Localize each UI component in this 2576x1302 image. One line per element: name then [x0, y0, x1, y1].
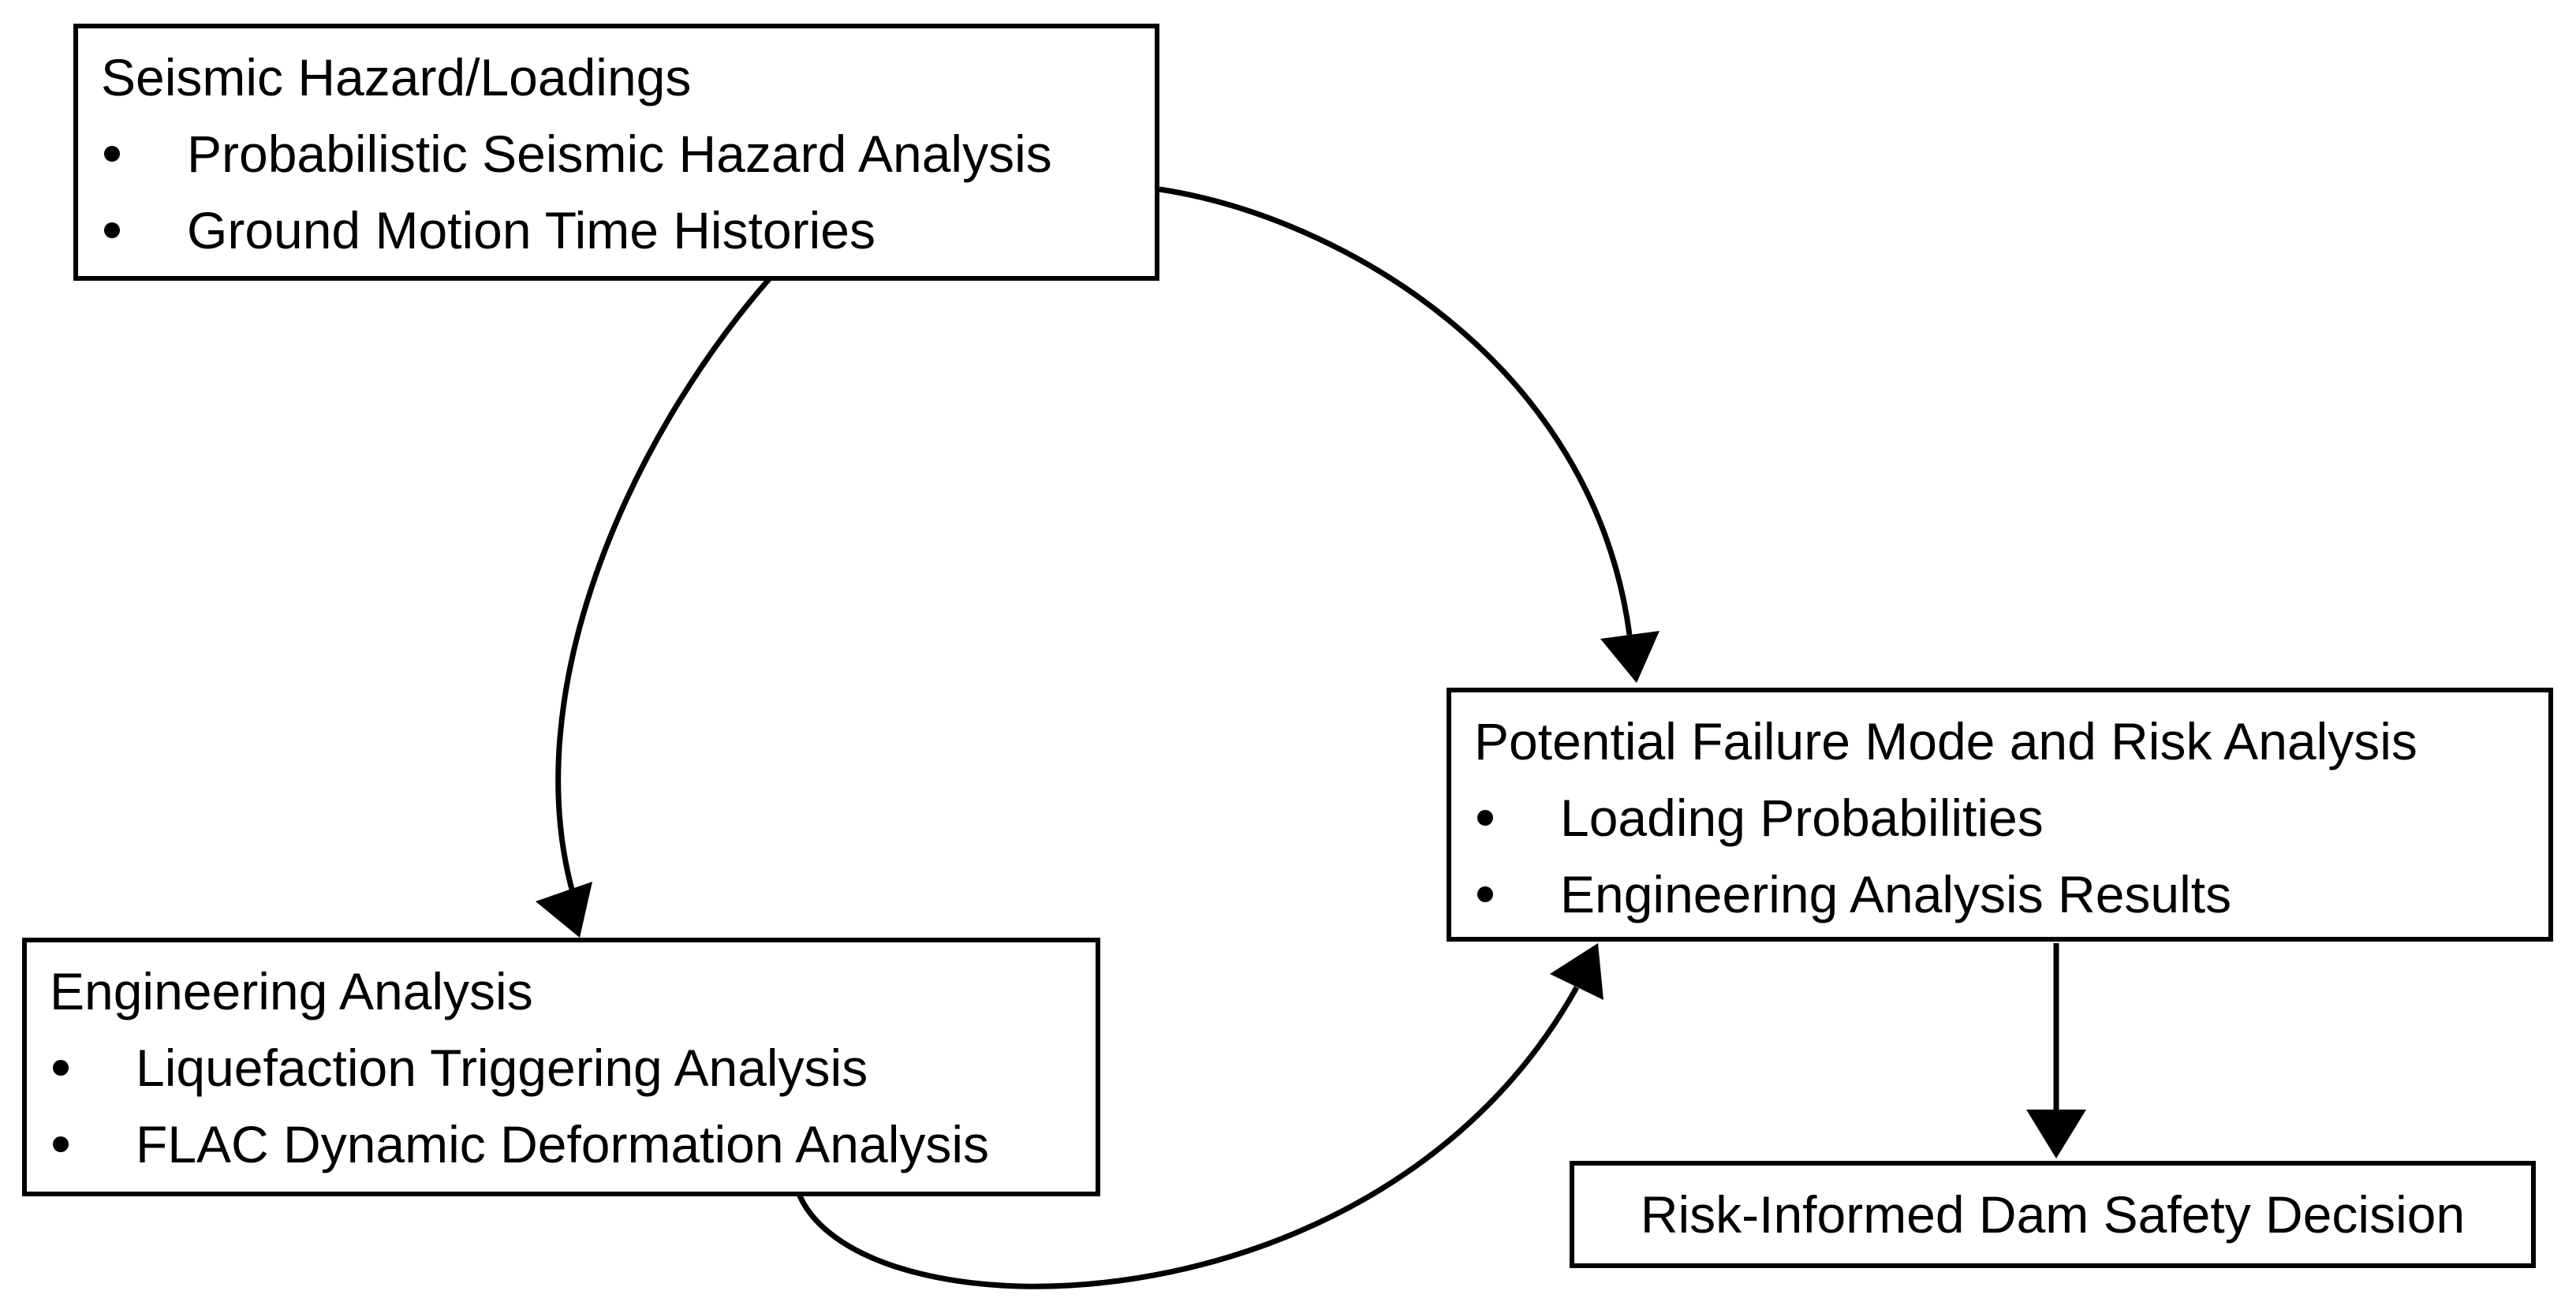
bullet-icon [104, 222, 120, 238]
box-seismic-hazard-title: Seismic Hazard/Loadings [101, 48, 692, 106]
bullet-label: Probabilistic Seismic Hazard Analysis [187, 125, 1052, 183]
bullet-icon [1477, 810, 1493, 826]
bullet-label: Engineering Analysis Results [1560, 865, 2232, 923]
list-item: Loading Probabilities [1474, 780, 2541, 856]
bullet-label: Ground Motion Time Histories [187, 201, 875, 259]
arrowhead-seismic-to-engineering-icon [536, 882, 592, 938]
arrow-seismic-to-pfm [1159, 186, 1633, 636]
list-item: Engineering Analysis Results [1474, 856, 2541, 933]
box-pfm-risk-analysis-title: Potential Failure Mode and Risk Analysis [1474, 712, 2417, 770]
arrowhead-engineering-to-pfm-icon [1550, 943, 1603, 1000]
bullet-label: Liquefaction Triggering Analysis [136, 1039, 868, 1097]
bullet-icon [104, 146, 120, 162]
list-item: Liquefaction Triggering Analysis [50, 1030, 1088, 1106]
arrowhead-seismic-to-pfm-icon [1600, 631, 1659, 683]
bullet-label: FLAC Dynamic Deformation Analysis [136, 1115, 990, 1173]
box-risk-informed-decision: Risk-Informed Dam Safety Decision [1570, 1161, 2536, 1268]
bullet-label: Loading Probabilities [1560, 789, 2044, 847]
list-item: FLAC Dynamic Deformation Analysis [50, 1106, 1088, 1183]
box-engineering-analysis: Engineering Analysis Liquefaction Trigge… [22, 938, 1100, 1196]
bullet-icon [53, 1136, 69, 1152]
bullet-icon [1477, 886, 1493, 902]
box-pfm-risk-analysis: Potential Failure Mode and Risk Analysis… [1447, 688, 2553, 942]
list-item: Probabilistic Seismic Hazard Analysis [101, 116, 1147, 192]
arrow-seismic-to-engineering [555, 277, 771, 896]
arrowhead-pfm-to-decision-icon [2026, 1110, 2086, 1158]
box-engineering-analysis-title: Engineering Analysis [50, 962, 533, 1020]
box-risk-informed-decision-title: Risk-Informed Dam Safety Decision [1640, 1184, 2466, 1244]
list-item: Ground Motion Time Histories [101, 192, 1147, 269]
bullet-icon [53, 1060, 69, 1076]
box-seismic-hazard: Seismic Hazard/Loadings Probabilistic Se… [73, 24, 1159, 281]
